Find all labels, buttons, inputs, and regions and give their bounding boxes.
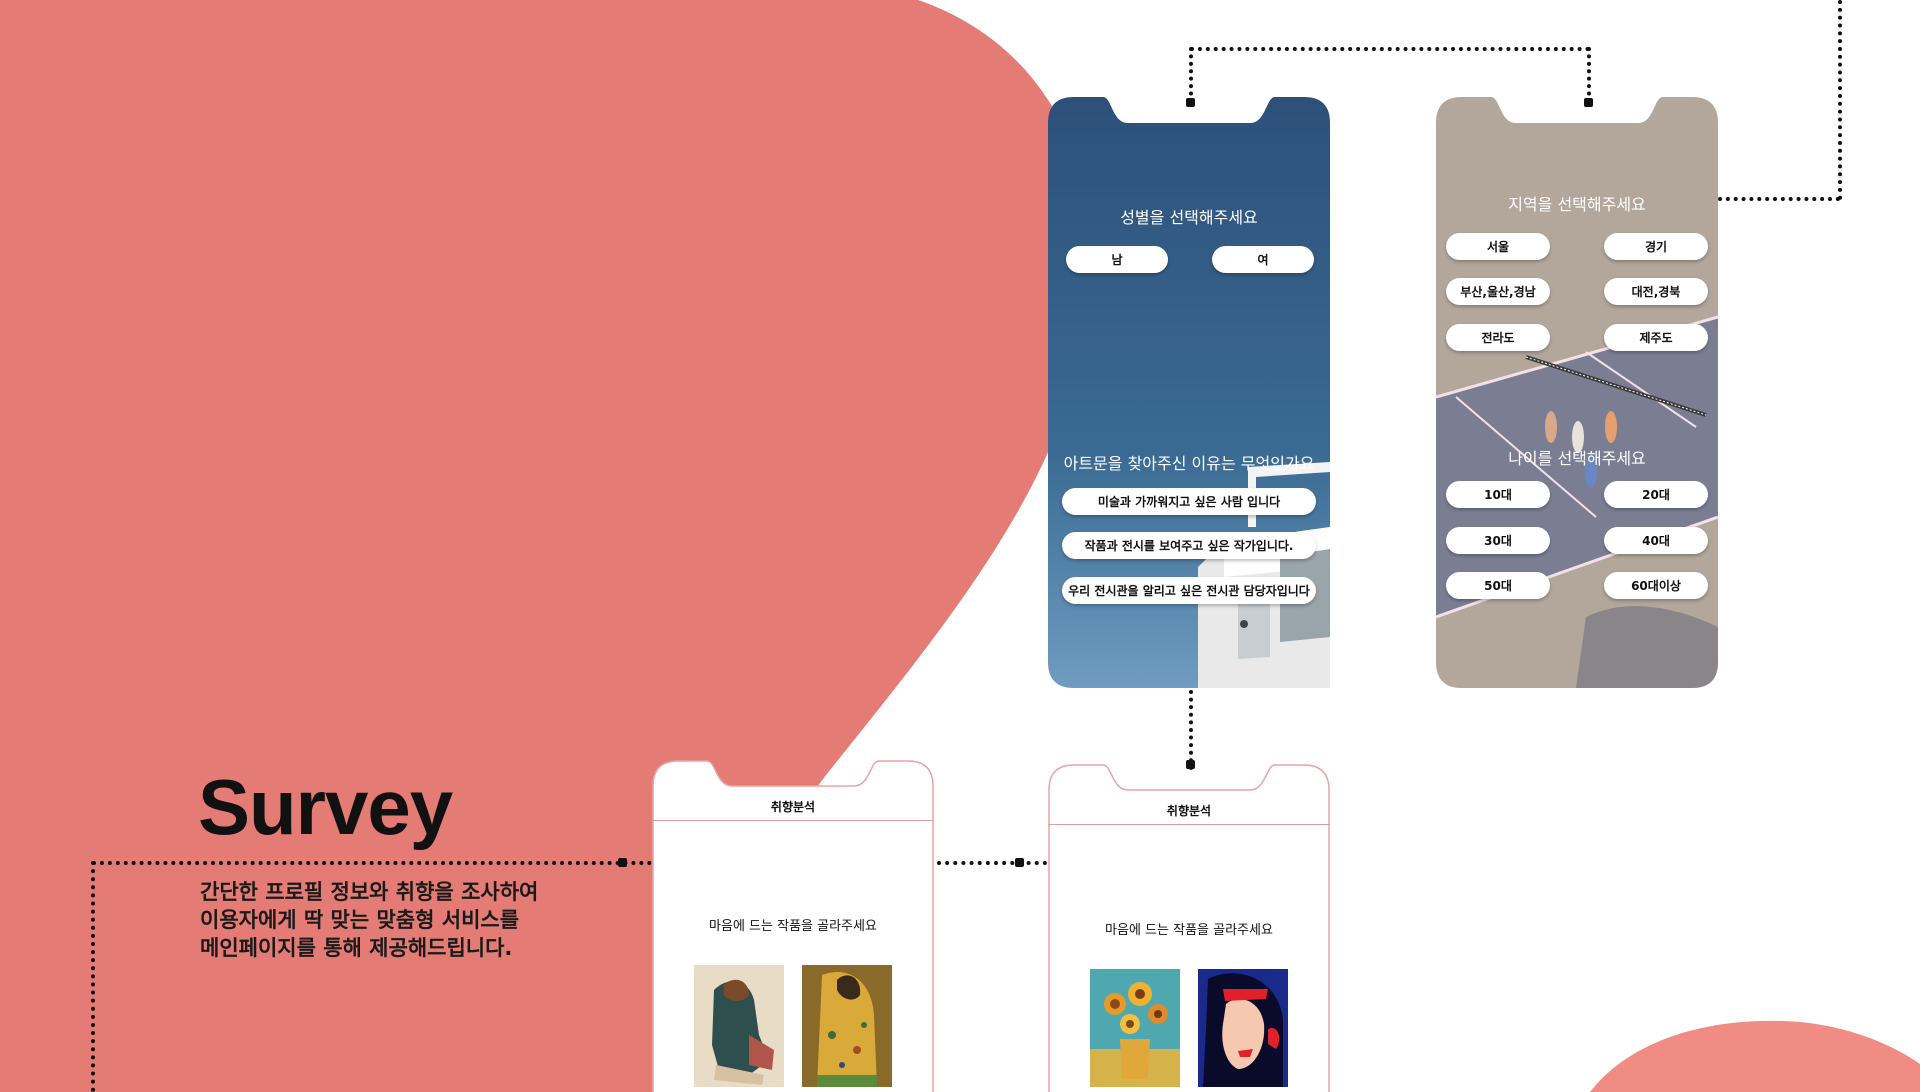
gender-question: 성별을 선택해주세요 bbox=[1120, 208, 1258, 227]
artwork-question: 마음에 드는 작품을 골라주세요 bbox=[709, 919, 877, 934]
card-header-title: 취향분석 bbox=[770, 800, 816, 814]
taste-analysis-screen-1: 취향분석 마음에 드는 작품을 골라주세요 bbox=[652, 760, 934, 1092]
region-survey-screen: 지역을 선택해주세요 서울 경기 부산,울산,경남 대전,경북 전라도 제주도 … bbox=[1436, 97, 1718, 688]
age-option-30s[interactable]: 30대 bbox=[1446, 527, 1550, 554]
description-line: 간단한 프로필 정보와 취향을 조사하여 bbox=[200, 880, 539, 904]
card-header-title: 취향분석 bbox=[1166, 804, 1212, 818]
connector-node bbox=[1584, 98, 1593, 107]
survey-description: 간단한 프로필 정보와 취향을 조사하여 이용자에게 딱 맞는 맞춤형 서비스를… bbox=[200, 878, 600, 962]
connector-top-right-drop bbox=[1587, 47, 1591, 103]
region-question: 지역을 선택해주세요 bbox=[1508, 195, 1646, 214]
connector-node bbox=[1186, 98, 1195, 107]
connector-cards bbox=[937, 861, 1047, 865]
reason-question: 아트문을 찾아주신 이유는 무엇인가요 bbox=[1063, 454, 1315, 473]
age-option-20s[interactable]: 20대 bbox=[1604, 481, 1708, 508]
region-option-daejeon[interactable]: 대전,경북 bbox=[1604, 278, 1708, 305]
connector-top bbox=[1190, 47, 1590, 51]
artwork-pop-art-heroine[interactable] bbox=[1198, 969, 1288, 1087]
connector-top-right bbox=[1838, 0, 1842, 200]
survey-title: Survey bbox=[198, 763, 453, 851]
artwork-question: 마음에 드는 작품을 골라주세요 bbox=[1105, 923, 1273, 938]
region-option-seoul[interactable]: 서울 bbox=[1446, 233, 1550, 260]
artwork-sunflowers[interactable] bbox=[1090, 969, 1180, 1087]
artwork-golden-embrace[interactable] bbox=[802, 965, 892, 1087]
connector-survey bbox=[92, 861, 652, 865]
age-option-60s-plus[interactable]: 60대이상 bbox=[1604, 572, 1708, 599]
region-option-gyeonggi[interactable]: 경기 bbox=[1604, 233, 1708, 260]
phone-frame bbox=[1436, 97, 1718, 688]
gender-survey-screen: 성별을 선택해주세요 남 여 아트문을 찾아주신 이유는 무엇인가요 미술과 가… bbox=[1048, 97, 1330, 688]
age-option-10s[interactable]: 10대 bbox=[1446, 481, 1550, 508]
region-option-jeolla[interactable]: 전라도 bbox=[1446, 324, 1550, 351]
description-line: 메인페이지를 통해 제공해드립니다. bbox=[200, 936, 513, 960]
connector-node bbox=[618, 858, 627, 867]
age-option-40s[interactable]: 40대 bbox=[1604, 527, 1708, 554]
gender-option-male[interactable]: 남 bbox=[1066, 246, 1168, 273]
artwork-seated-figure[interactable] bbox=[694, 965, 784, 1087]
connector-mid bbox=[1189, 690, 1193, 770]
reason-option-gallery-manager[interactable]: 우리 전시관을 알리고 싶은 전시관 담당자입니다 bbox=[1062, 577, 1316, 604]
card-divider bbox=[652, 820, 934, 821]
connector-node bbox=[1186, 760, 1195, 769]
gender-option-female[interactable]: 여 bbox=[1212, 246, 1314, 273]
region-option-jeju[interactable]: 제주도 bbox=[1604, 324, 1708, 351]
card-divider bbox=[1048, 824, 1330, 825]
age-option-50s[interactable]: 50대 bbox=[1446, 572, 1550, 599]
region-option-busan[interactable]: 부산,울산,경남 bbox=[1446, 278, 1550, 305]
description-line: 이용자에게 딱 맞는 맞춤형 서비스를 bbox=[200, 908, 520, 932]
connector-top-left-drop bbox=[1189, 47, 1193, 103]
connector-left-drop bbox=[91, 861, 95, 1092]
connector-right bbox=[1718, 197, 1840, 201]
reason-option-artist[interactable]: 작품과 전시를 보여주고 싶은 작가입니다. bbox=[1062, 532, 1316, 559]
age-question: 나이를 선택해주세요 bbox=[1508, 449, 1646, 468]
connector-node bbox=[1015, 858, 1024, 867]
coral-corner-blob bbox=[1590, 1020, 1920, 1092]
taste-analysis-screen-2: 취향분석 마음에 드는 작품을 골라주세요 bbox=[1048, 764, 1330, 1092]
reason-option-art-lover[interactable]: 미술과 가까워지고 싶은 사람 입니다 bbox=[1062, 488, 1316, 515]
